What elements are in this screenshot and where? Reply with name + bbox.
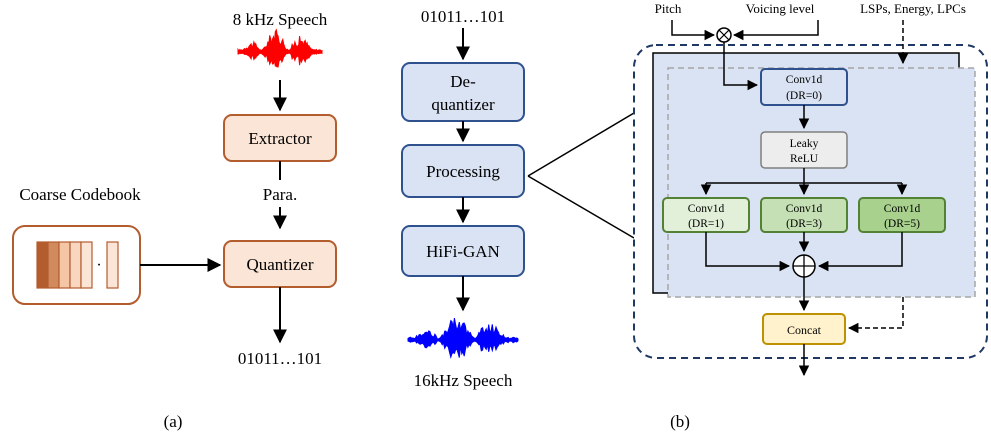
output-speech-label: 16kHz Speech: [414, 371, 513, 390]
leaky-relu-label-2: ReLU: [790, 153, 819, 165]
conv1d-dr5-label-2: (DR=5): [884, 218, 920, 230]
zoom-line-top: [527, 112, 635, 177]
codebook-bars: [36, 241, 119, 289]
conv1d-dr5-label-1: Conv1d: [884, 203, 921, 215]
conv1d-dr3-label-1: Conv1d: [786, 203, 823, 215]
input-bitstream: 01011…101: [421, 7, 505, 26]
processing-label: Processing: [426, 162, 500, 181]
speech-waveform-16k: [407, 318, 519, 359]
speech-waveform-8k: [237, 28, 323, 68]
codebook-title: Coarse Codebook: [19, 185, 141, 204]
pitch-label: Pitch: [655, 1, 682, 16]
dequantizer-label-2: quantizer: [431, 95, 495, 114]
arrow-dr1-to-sum: [705, 232, 791, 272]
para-label: Para.: [263, 185, 297, 204]
caption-a: (a): [164, 412, 183, 431]
conv1d-dr1-label-1: Conv1d: [688, 203, 725, 215]
input-speech-label: 8 kHz Speech: [233, 10, 328, 29]
codebook-bar: [69, 241, 82, 289]
zoom-line-bottom: [527, 175, 635, 239]
codebook-bar: [36, 241, 49, 289]
arrow-pitch-to-multiplier: [671, 20, 716, 41]
arrow-dr5-to-sum: [817, 232, 903, 272]
arrow-multiplier-to-conv: [723, 42, 759, 91]
conv1d-dr0-label-2: (DR=0): [786, 90, 822, 102]
panel-pipeline: 01011…101 De- quantizer Processing HiFi-…: [401, 7, 635, 390]
voicing-level-label: Voicing level: [746, 1, 815, 16]
arrow-voicing-to-multiplier: [732, 20, 819, 41]
codebook-ellipsis: ·: [96, 257, 101, 274]
hifigan-label: HiFi-GAN: [426, 242, 500, 261]
arrow-features-to-concat: [847, 297, 904, 334]
codebook-bar: [80, 241, 93, 289]
extractor-label: Extractor: [248, 129, 312, 148]
features-label: LSPs, Energy, LPCs: [860, 1, 966, 16]
caption-b: (b): [670, 412, 690, 431]
codebook-bar: [106, 241, 119, 289]
concat-label: Concat: [787, 323, 822, 337]
conv1d-dr1-label-2: (DR=1): [688, 218, 724, 230]
panel-a: 8 kHz Speech Extractor Para. Coarse Code…: [12, 10, 337, 431]
conv1d-dr0-label-1: Conv1d: [786, 74, 823, 86]
output-bitstream: 01011…101: [238, 349, 322, 368]
codebook-bar: [47, 241, 60, 289]
codebook-bar: [58, 241, 71, 289]
panel-b: Pitch Voicing level LSPs, Energy, LPCs C…: [633, 1, 988, 431]
conv1d-dr3-label-2: (DR=3): [786, 218, 822, 230]
leaky-relu-label-1: Leaky: [790, 138, 819, 150]
dequantizer-label-1: De-: [450, 72, 476, 91]
multiply-symbol: [718, 29, 730, 41]
quantizer-label: Quantizer: [246, 255, 313, 274]
